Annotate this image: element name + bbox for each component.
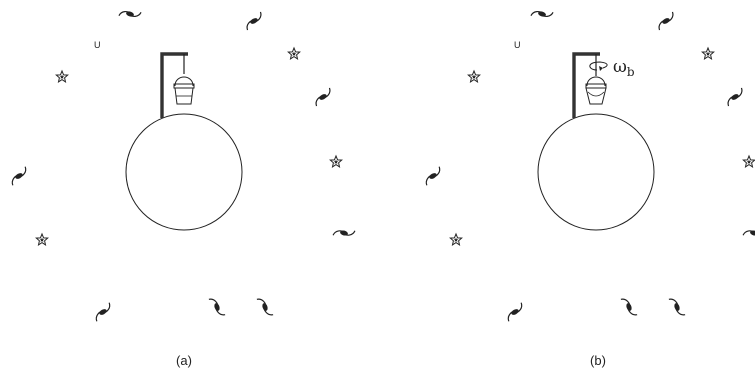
planet bbox=[537, 113, 655, 231]
rotation-label: ωb bbox=[613, 57, 635, 79]
star-icon bbox=[742, 155, 755, 168]
spiral-galaxy-icon bbox=[91, 302, 115, 322]
spiral-galaxy-icon bbox=[256, 295, 274, 319]
panel-a-caption: (a) bbox=[176, 353, 192, 368]
spiral-galaxy-icon bbox=[742, 224, 755, 242]
spiral-galaxy-icon bbox=[208, 295, 226, 319]
gallows-post bbox=[572, 52, 600, 118]
panel-a-letter: U bbox=[94, 40, 101, 50]
bucket-icon bbox=[585, 54, 607, 105]
spiral-galaxy-icon bbox=[668, 295, 686, 319]
spiral-galaxy-icon bbox=[723, 87, 747, 107]
bucket-icon bbox=[173, 54, 195, 105]
spiral-galaxy-icon bbox=[530, 5, 554, 23]
spiral-galaxy-icon bbox=[311, 87, 335, 107]
spiral-galaxy-icon bbox=[118, 5, 142, 23]
gallows-post bbox=[160, 52, 188, 118]
star-icon bbox=[35, 233, 49, 246]
panel-b: U ωb (b) bbox=[421, 5, 755, 368]
spiral-galaxy-icon bbox=[654, 11, 678, 31]
spiral-galaxy-icon bbox=[242, 11, 266, 31]
star-icon bbox=[467, 70, 481, 83]
spiral-galaxy-icon bbox=[503, 302, 527, 322]
panel-b-caption: (b) bbox=[590, 353, 606, 368]
panel-a: U (a) bbox=[7, 5, 356, 368]
spiral-galaxy-icon bbox=[7, 166, 31, 186]
panel-b-letter: U bbox=[514, 40, 521, 50]
planet bbox=[125, 113, 243, 231]
spiral-galaxy-icon bbox=[421, 166, 445, 186]
star-icon bbox=[329, 155, 343, 168]
star-icon bbox=[449, 233, 463, 246]
star-icon bbox=[55, 70, 69, 83]
star-icon bbox=[701, 47, 715, 60]
spiral-galaxy-icon bbox=[332, 224, 356, 242]
star-icon bbox=[287, 47, 301, 60]
rotation-arrow-icon bbox=[589, 61, 608, 71]
spiral-galaxy-icon bbox=[620, 295, 638, 319]
